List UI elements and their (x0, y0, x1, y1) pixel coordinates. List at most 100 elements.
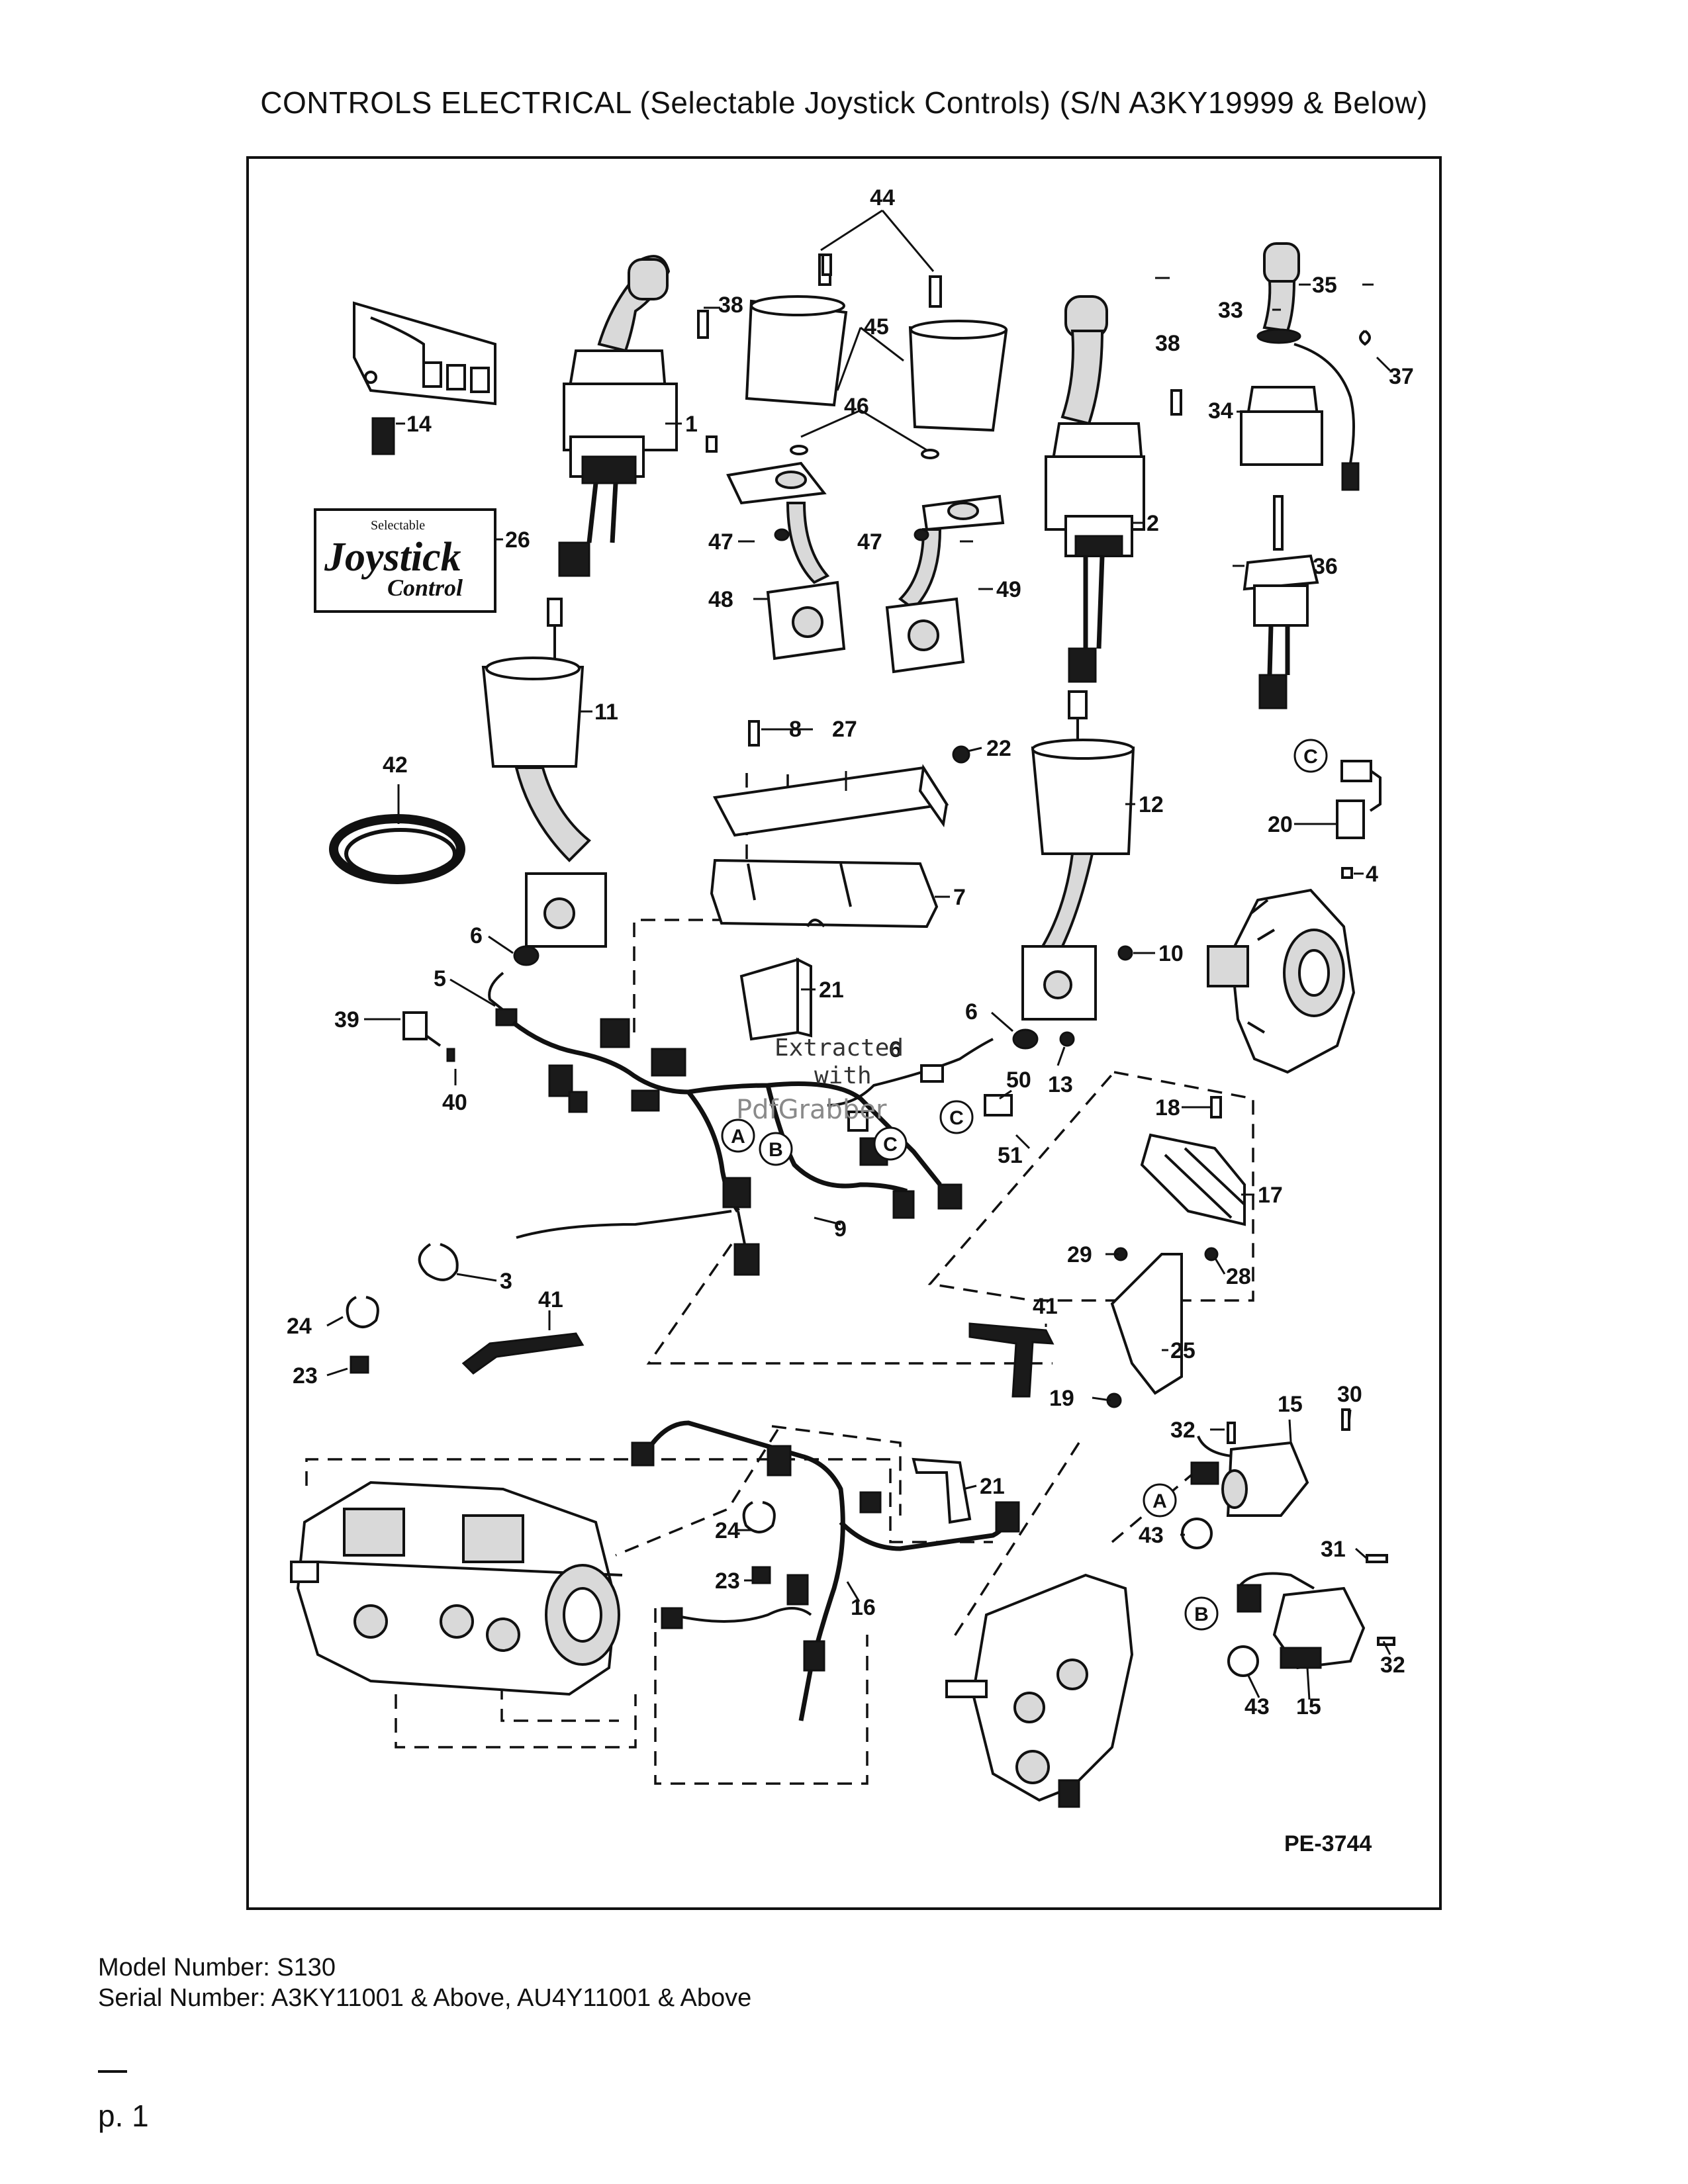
callout: 15 (1278, 1392, 1303, 1417)
callout: 3 (500, 1269, 512, 1294)
callout: 35 (1312, 273, 1337, 298)
callout: 47 (857, 529, 882, 555)
svg-text:B: B (1194, 1604, 1209, 1625)
callout: 48 (708, 587, 733, 612)
joystick-left (558, 255, 678, 577)
boot-bracket-left (481, 598, 607, 948)
callout: 32 (1380, 1653, 1405, 1678)
joystick-control-decal: Selectable Joystick Control (314, 508, 496, 613)
decal-line1: Joystick (324, 535, 461, 580)
lower-harness (631, 1420, 1020, 1721)
callout: 44 (870, 185, 895, 210)
circle-labels: C A B C C A B (721, 739, 1328, 1631)
callout: 12 (1139, 792, 1164, 817)
callout: 1 (685, 412, 698, 437)
cover-plate (712, 764, 949, 837)
handle-kit (1240, 242, 1371, 709)
bracket-21-lower (912, 1457, 972, 1524)
grommets-connectors (402, 945, 1039, 1062)
control-valve (945, 1573, 1134, 1808)
serial-number: Serial Number: A3KY11001 & Above, AU4Y11… (98, 1984, 752, 2012)
drive-pump-right-upper (1207, 888, 1356, 1074)
circle-label: B (1184, 1596, 1219, 1631)
circle-label: B (759, 1132, 793, 1166)
cover-left (745, 253, 848, 407)
callout: 38 (718, 293, 743, 318)
mount-bracket-right (885, 494, 1005, 674)
bracket-25 (1110, 1253, 1183, 1395)
svg-text:C: C (949, 1107, 964, 1129)
callout: 34 (1208, 398, 1233, 424)
callout: 38 (1155, 331, 1180, 356)
callout: 39 (334, 1007, 359, 1032)
drive-pump-left (290, 1480, 623, 1696)
callout: 45 (864, 314, 889, 340)
boot-bracket-right (1021, 690, 1135, 1021)
bracket-17 (1140, 1133, 1246, 1226)
callouts: 44 38 45 33 35 37 38 14 1 46 34 26 47 47… (287, 185, 1414, 1719)
callout: 50 (1006, 1068, 1031, 1093)
decal-line2: Control (387, 574, 463, 601)
figure-code: PE-3744 (1284, 1831, 1372, 1856)
callout: 22 (986, 736, 1011, 761)
callout: 21 (819, 978, 844, 1003)
diagram-frame (246, 156, 1442, 1910)
o-rings-43 (1181, 1518, 1259, 1677)
callout: 32 (1170, 1418, 1196, 1443)
solenoid-b (1237, 1572, 1366, 1670)
svg-text:Extracted: Extracted (774, 1034, 904, 1062)
page-title: CONTROLS ELECTRICAL (Selectable Joystick… (260, 85, 1428, 120)
callout: 4 (1366, 862, 1378, 887)
callout: 6 (470, 923, 483, 948)
callout: 29 (1067, 1242, 1092, 1267)
bracket-21-upper (739, 957, 812, 1041)
joystick-right (1045, 295, 1145, 683)
callout: 33 (1218, 298, 1243, 323)
switch-panel-decal (353, 301, 496, 406)
callout: 6 (965, 999, 978, 1024)
svg-text:C: C (1303, 746, 1318, 768)
callout: 30 (1337, 1382, 1362, 1407)
circle-label: C (873, 1126, 908, 1161)
page-rule (98, 2070, 127, 2073)
module-housing (710, 858, 939, 929)
callout: 27 (832, 717, 857, 742)
callout: 16 (851, 1595, 876, 1620)
callout: 14 (406, 412, 432, 437)
callout: 6 (889, 1037, 902, 1062)
callout: 46 (844, 394, 869, 419)
small-fasteners (697, 253, 1395, 1646)
circle-label: C (939, 1100, 974, 1134)
callout: 13 (1048, 1072, 1073, 1097)
leader-lines (326, 209, 1391, 1700)
callout: 26 (505, 527, 530, 553)
callout: 43 (1244, 1694, 1270, 1719)
callout: 31 (1321, 1537, 1346, 1562)
connector-c (1336, 760, 1382, 879)
callout: 24 (715, 1518, 740, 1543)
callout: 43 (1139, 1523, 1164, 1548)
callout: 51 (998, 1143, 1023, 1168)
cable-coil (329, 814, 465, 884)
callout: 2 (1147, 511, 1159, 536)
cover-right (908, 275, 1008, 432)
svg-text:A: A (1152, 1490, 1167, 1512)
callout: 49 (996, 577, 1021, 602)
callout: 41 (1033, 1294, 1058, 1319)
callout: 18 (1155, 1095, 1180, 1120)
callout: 28 (1226, 1264, 1251, 1289)
callout: 10 (1158, 941, 1184, 966)
callout: 5 (434, 966, 446, 991)
svg-text:with: with (814, 1062, 872, 1089)
callout: 21 (980, 1474, 1005, 1499)
callout: 17 (1258, 1183, 1283, 1208)
solenoid-a (1190, 1435, 1309, 1517)
callout: 9 (834, 1216, 847, 1242)
callout: 36 (1313, 554, 1338, 579)
callout: 25 (1170, 1338, 1196, 1363)
callout: 11 (594, 700, 618, 725)
callout: 19 (1049, 1386, 1074, 1411)
callout: 20 (1268, 812, 1293, 837)
circle-label: A (721, 1118, 755, 1153)
